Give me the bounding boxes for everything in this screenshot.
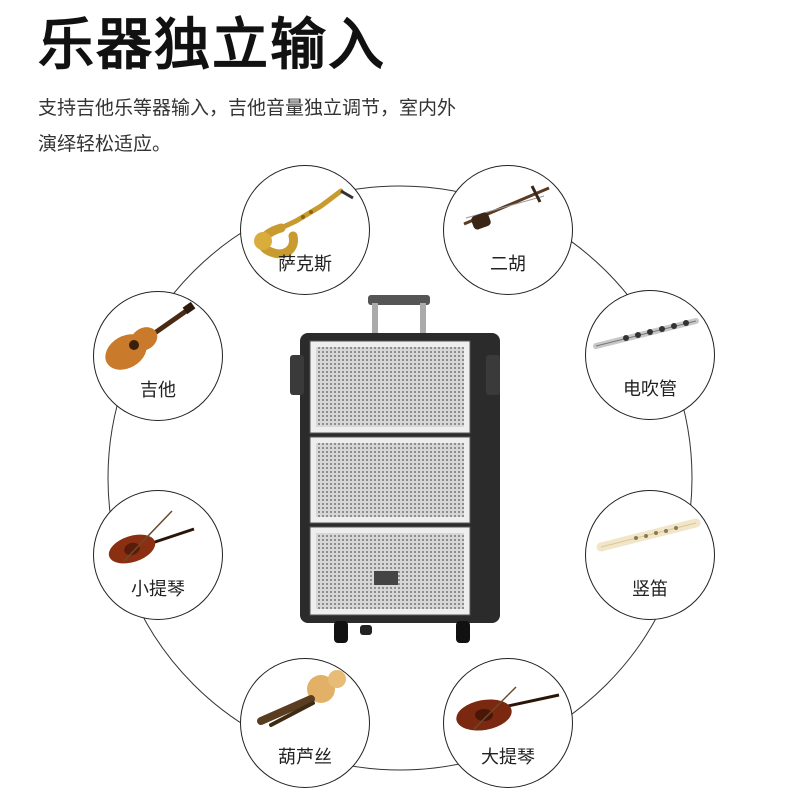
instrument-label: 大提琴 <box>481 747 535 768</box>
saxophone-icon <box>254 188 354 259</box>
bubble-wind-pipe: 电吹管 <box>585 290 715 420</box>
bubble-saxophone: 萨克斯 <box>240 165 370 295</box>
wind-pipe-icon <box>593 318 699 349</box>
bubble-hulusi: 葫芦丝 <box>240 658 370 788</box>
instrument-label: 二胡 <box>490 254 526 275</box>
hulusi-icon <box>257 670 346 727</box>
description: 支持吉他乐等器输入，吉他音量独立调节，室内外 演绎轻松适应。 <box>38 90 658 162</box>
instrument-label: 吉他 <box>140 380 176 401</box>
instrument-label: 竖笛 <box>632 579 668 600</box>
instrument-label: 葫芦丝 <box>278 747 332 768</box>
instrument-label: 电吹管 <box>623 379 677 400</box>
bubble-violin: 小提琴 <box>93 490 223 620</box>
violin-icon <box>108 510 195 564</box>
cello-icon <box>456 686 560 731</box>
erhu-icon <box>463 185 550 230</box>
guitar-icon <box>105 301 196 370</box>
bubble-recorder: 竖笛 <box>585 490 715 620</box>
bubble-erhu: 二胡 <box>443 165 573 295</box>
bubble-cello: 大提琴 <box>443 658 573 788</box>
bubble-guitar: 吉他 <box>93 291 223 421</box>
description-line-2: 演绎轻松适应。 <box>38 133 172 155</box>
recorder-icon <box>596 518 701 552</box>
description-line-1: 支持吉他乐等器输入，吉他音量独立调节，室内外 <box>38 97 457 119</box>
instrument-label: 小提琴 <box>131 579 185 600</box>
page-title: 乐器独立输入 <box>38 13 386 78</box>
instrument-label: 萨克斯 <box>278 254 332 275</box>
trolley-speaker-image <box>290 295 500 643</box>
